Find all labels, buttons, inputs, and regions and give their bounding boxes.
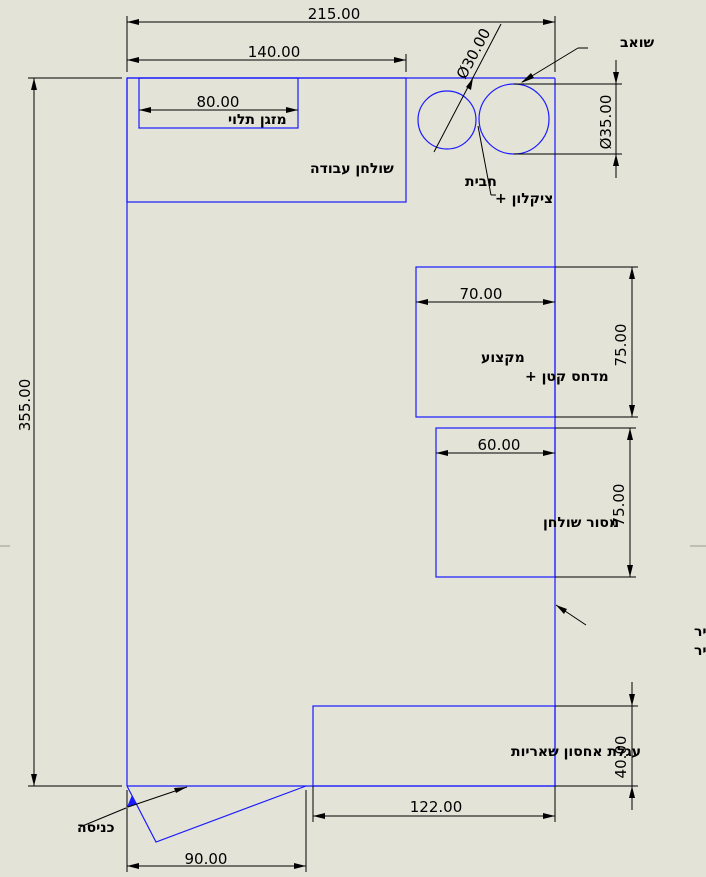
dim-bench-width: 140.00 bbox=[248, 43, 301, 61]
label-scrap-cart: עגלת אחסון שאריות bbox=[511, 744, 641, 760]
dim-cart-depth: 40.00 bbox=[612, 736, 630, 779]
dim-tank-diameter: Ø30.00 bbox=[453, 25, 495, 82]
label-workbench: שולחן עבודה bbox=[310, 161, 394, 177]
label-tank-line1: חבית bbox=[465, 174, 497, 190]
scrap-cart-outline bbox=[312, 705, 556, 787]
dimension-lines bbox=[28, 16, 638, 872]
table-saw-outline bbox=[435, 427, 556, 578]
label-entrance: כניסה bbox=[77, 820, 115, 836]
label-table-saw: מסור שולחן bbox=[543, 515, 619, 531]
dim-vacuum-diameter: Ø35.00 bbox=[597, 95, 615, 150]
vacuum-circle bbox=[478, 83, 550, 155]
planer-outline bbox=[415, 266, 556, 418]
label-planer-line1: מקצוע bbox=[481, 350, 525, 366]
dim-overall-height: 355.00 bbox=[16, 379, 34, 432]
label-tank-line2: ציקלון + bbox=[495, 191, 553, 207]
workbench-outline bbox=[126, 77, 407, 203]
tank-circle bbox=[417, 90, 477, 150]
label-wall-storage-line1: אחסון על הקיר bbox=[694, 624, 706, 640]
label-planer-line2: מדחס קטן + bbox=[525, 369, 609, 385]
label-vacuum: שואב bbox=[620, 35, 655, 51]
label-wall-storage-line2: לכל אורך הקיר bbox=[694, 643, 706, 659]
dim-cart-width: 122.00 bbox=[410, 798, 463, 816]
dim-planer-width: 70.00 bbox=[460, 285, 503, 303]
dim-overall-width: 215.00 bbox=[308, 5, 361, 23]
door-hinge-marker bbox=[127, 795, 137, 807]
dim-saw-depth: 75.00 bbox=[610, 484, 628, 527]
label-ac: מזגן תלוי bbox=[228, 112, 287, 128]
dim-planer-depth: 75.00 bbox=[612, 324, 630, 367]
ac-outline bbox=[138, 77, 299, 129]
dim-ac-width: 80.00 bbox=[197, 93, 240, 111]
dim-door-width: 90.00 bbox=[185, 850, 228, 868]
door-swing bbox=[126, 785, 307, 843]
dim-saw-width: 60.00 bbox=[478, 436, 521, 454]
